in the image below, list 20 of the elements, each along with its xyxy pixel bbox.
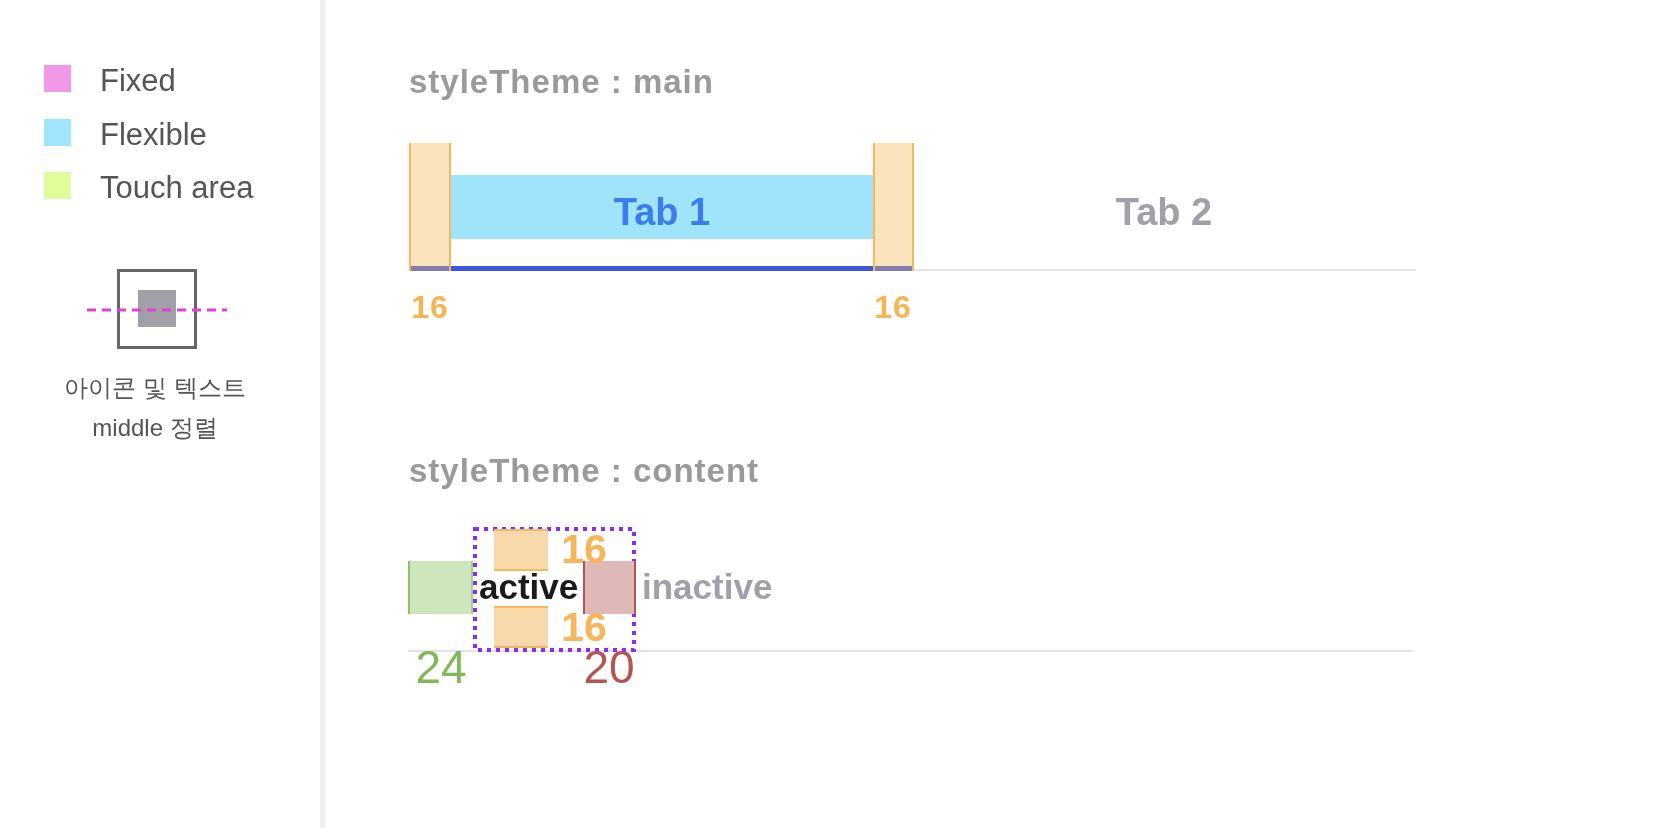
dotted-frame — [473, 527, 636, 652]
tab-label: inactive — [642, 566, 773, 608]
legend-label: Touch area — [100, 170, 254, 206]
padding-block — [494, 606, 548, 648]
padding-block — [409, 143, 451, 271]
section-heading: styleTheme : main — [409, 63, 714, 101]
padding-block — [873, 143, 914, 271]
section-heading: styleTheme : content — [409, 452, 760, 490]
tab-label: Tab 2 — [1115, 191, 1213, 235]
caption-text: 아이콘 및 텍스트 middle 정렬 — [63, 373, 247, 443]
dimension-label: 16 — [874, 288, 912, 326]
dimension-label: 16 — [411, 288, 449, 326]
dimension-label: 24 — [415, 648, 467, 688]
padding-block — [408, 561, 473, 614]
padding-block — [494, 529, 548, 571]
dimension-label: 20 — [583, 648, 635, 688]
legend-label: Fixed — [100, 63, 176, 99]
legend-label: Flexible — [100, 116, 207, 153]
padding-block — [583, 561, 636, 614]
active-tab: Tab 1 — [451, 175, 873, 271]
